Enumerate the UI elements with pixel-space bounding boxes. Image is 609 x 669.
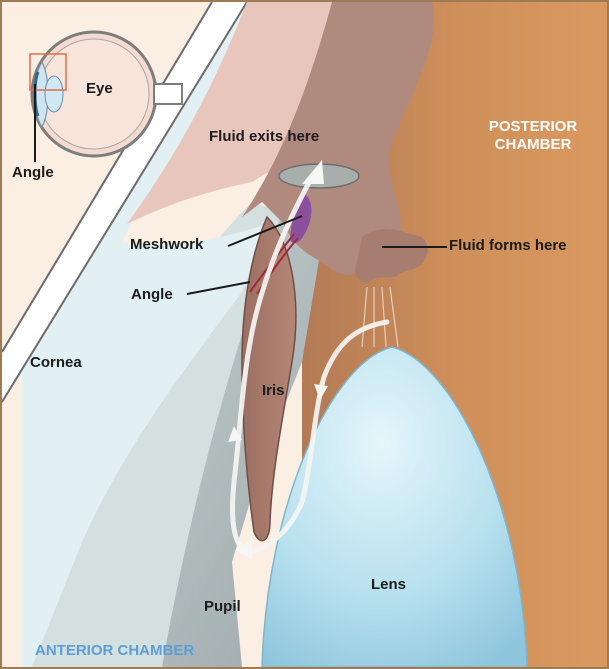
label-eye: Eye xyxy=(86,80,113,98)
label-lens: Lens xyxy=(371,576,406,594)
label-angle-inset: Angle xyxy=(12,164,54,182)
label-iris: Iris xyxy=(262,382,285,400)
label-posterior-chamber: POSTERIOR CHAMBER xyxy=(478,118,588,154)
label-fluid-exits: Fluid exits here xyxy=(209,128,319,146)
label-pupil: Pupil xyxy=(204,598,241,616)
label-posterior-line2: CHAMBER xyxy=(478,136,588,154)
label-fluid-forms: Fluid forms here xyxy=(449,237,567,255)
label-posterior-line1: POSTERIOR xyxy=(478,118,588,136)
label-angle: Angle xyxy=(131,286,173,304)
label-meshwork: Meshwork xyxy=(130,236,203,254)
label-cornea: Cornea xyxy=(30,354,82,372)
label-anterior-chamber: ANTERIOR CHAMBER xyxy=(35,642,194,660)
